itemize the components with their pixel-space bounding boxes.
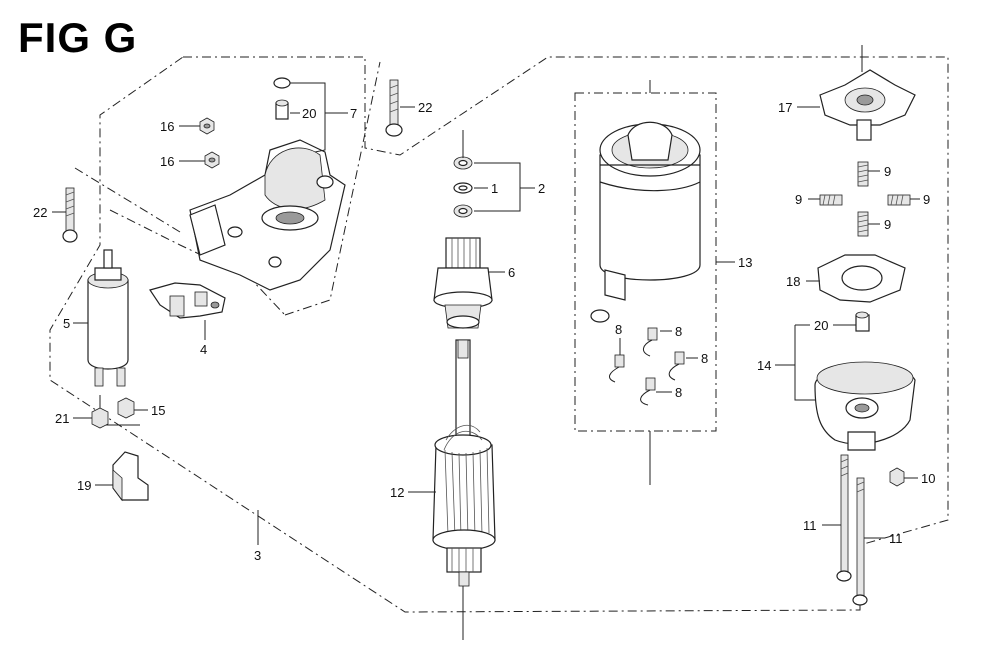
callout-20-b: 20 bbox=[814, 318, 828, 333]
callout-22-a: 22 bbox=[418, 100, 432, 115]
callout-11-b: 11 bbox=[889, 531, 903, 546]
callout-6: 6 bbox=[508, 265, 515, 280]
callout-20-a: 20 bbox=[302, 106, 316, 121]
callout-12: 12 bbox=[390, 485, 404, 500]
callout-15: 15 bbox=[151, 403, 165, 418]
callout-5: 5 bbox=[63, 316, 70, 331]
through-bolt-11-left bbox=[836, 454, 852, 582]
nut-16-upper bbox=[199, 117, 215, 135]
solenoid-5 bbox=[87, 249, 129, 387]
callout-8-b: 8 bbox=[675, 324, 682, 339]
callout-19: 19 bbox=[77, 478, 91, 493]
nut-16-lower bbox=[204, 151, 220, 169]
callout-7: 7 bbox=[350, 106, 357, 121]
bolt-22-left bbox=[62, 187, 78, 243]
brush-8-b bbox=[643, 327, 658, 357]
callout-9-d: 9 bbox=[884, 217, 891, 232]
callout-16-b: 16 bbox=[160, 154, 174, 169]
leader-lines bbox=[52, 45, 920, 640]
springs-9 bbox=[819, 161, 911, 237]
callout-8-a: 8 bbox=[615, 322, 622, 337]
terminal-cover-19 bbox=[112, 451, 149, 502]
pinion-gear-6 bbox=[433, 237, 493, 329]
nut-15 bbox=[117, 397, 135, 419]
callout-8-c: 8 bbox=[701, 351, 708, 366]
brush-8-c bbox=[668, 351, 685, 381]
brush-8-d bbox=[640, 377, 656, 406]
callout-11-a: 11 bbox=[803, 518, 817, 533]
bolt-22-right bbox=[385, 79, 403, 137]
callout-2: 2 bbox=[538, 181, 545, 196]
washer-1-2-stack bbox=[453, 156, 473, 218]
callout-18: 18 bbox=[786, 274, 800, 289]
callout-labels: 16 16 20 7 22 22 1 2 6 5 4 21 15 19 3 12… bbox=[33, 100, 935, 563]
callout-13: 13 bbox=[738, 255, 752, 270]
callout-10: 10 bbox=[921, 471, 935, 486]
armature-12 bbox=[432, 339, 496, 587]
brush-8-a bbox=[609, 354, 625, 383]
figure-title: FIG G bbox=[18, 14, 138, 61]
yoke-13 bbox=[590, 121, 701, 323]
nut-10 bbox=[889, 467, 905, 487]
callout-8-d: 8 bbox=[675, 385, 682, 400]
callout-16-a: 16 bbox=[160, 119, 174, 134]
bushing-20-right bbox=[855, 311, 870, 332]
callout-9-c: 9 bbox=[923, 192, 930, 207]
brush-holder-4 bbox=[149, 282, 226, 319]
nut-21 bbox=[91, 407, 109, 429]
callout-22-b: 22 bbox=[33, 205, 47, 220]
callout-1: 1 bbox=[491, 181, 498, 196]
callout-14: 14 bbox=[757, 358, 771, 373]
callout-3: 3 bbox=[254, 548, 261, 563]
callout-9-b: 9 bbox=[795, 192, 802, 207]
callout-9-a: 9 bbox=[884, 164, 891, 179]
front-cover-14 bbox=[814, 361, 916, 451]
rear-cover-assembly bbox=[189, 77, 346, 291]
callout-21: 21 bbox=[55, 411, 69, 426]
plate-18 bbox=[817, 254, 906, 303]
callout-4: 4 bbox=[200, 342, 207, 357]
through-bolt-11-right bbox=[852, 477, 868, 606]
brush-holder-17 bbox=[819, 69, 916, 141]
callout-17: 17 bbox=[778, 100, 792, 115]
